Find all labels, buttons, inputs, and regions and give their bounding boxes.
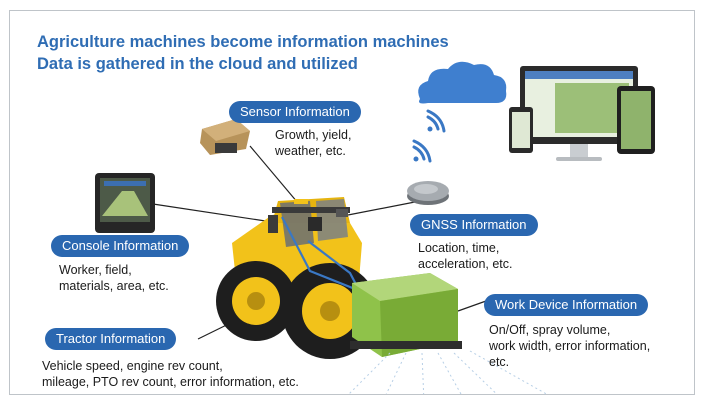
infographic-frame: Agriculture machines become information …: [9, 10, 695, 395]
console-information-label: Console Information: [51, 235, 190, 257]
console-information-line-2: materials, area, etc.: [59, 279, 169, 293]
gnss-information-label: GNSS Information: [410, 214, 538, 236]
sprayer-illustration: [348, 273, 548, 394]
work-device-information-line-3: etc.: [489, 355, 510, 369]
console-monitor-icon: [95, 173, 155, 233]
sensor-device-icon: [200, 119, 250, 155]
work-device-information-line-2: work width, error information,: [489, 339, 651, 353]
leader-lines: [152, 145, 501, 340]
work-device-information-line-1: On/Off, spray volume,: [489, 323, 611, 337]
devices-icon: [509, 66, 655, 161]
tractor-information-line-1: Vehicle speed, engine rev count,: [42, 359, 223, 373]
tractor-information-line-2: mileage, PTO rev count, error informatio…: [42, 375, 299, 389]
illustration-layer: [95, 61, 655, 394]
gnss-information-line-2: acceleration, etc.: [418, 257, 513, 271]
sensor-information-line-2: weather, etc.: [275, 144, 346, 158]
work-device-information-label: Work Device Information: [484, 294, 649, 316]
gnss-information-line-1: Location, time,: [418, 241, 500, 255]
sensor-information-label: Sensor Information: [229, 101, 361, 123]
title-line-1: Agriculture machines become information …: [37, 33, 449, 51]
console-information-line-1: Worker, field,: [59, 263, 132, 277]
sensor-information-line-1: Growth, yield,: [275, 128, 352, 142]
gnss-receiver-icon: [407, 181, 449, 205]
title-line-2: Data is gathered in the cloud and utiliz…: [37, 55, 358, 73]
tractor-information-label: Tractor Information: [45, 328, 177, 350]
wifi-signal-icon: [412, 109, 446, 163]
cloud-icon: [418, 61, 507, 104]
tractor-illustration: [216, 197, 441, 359]
